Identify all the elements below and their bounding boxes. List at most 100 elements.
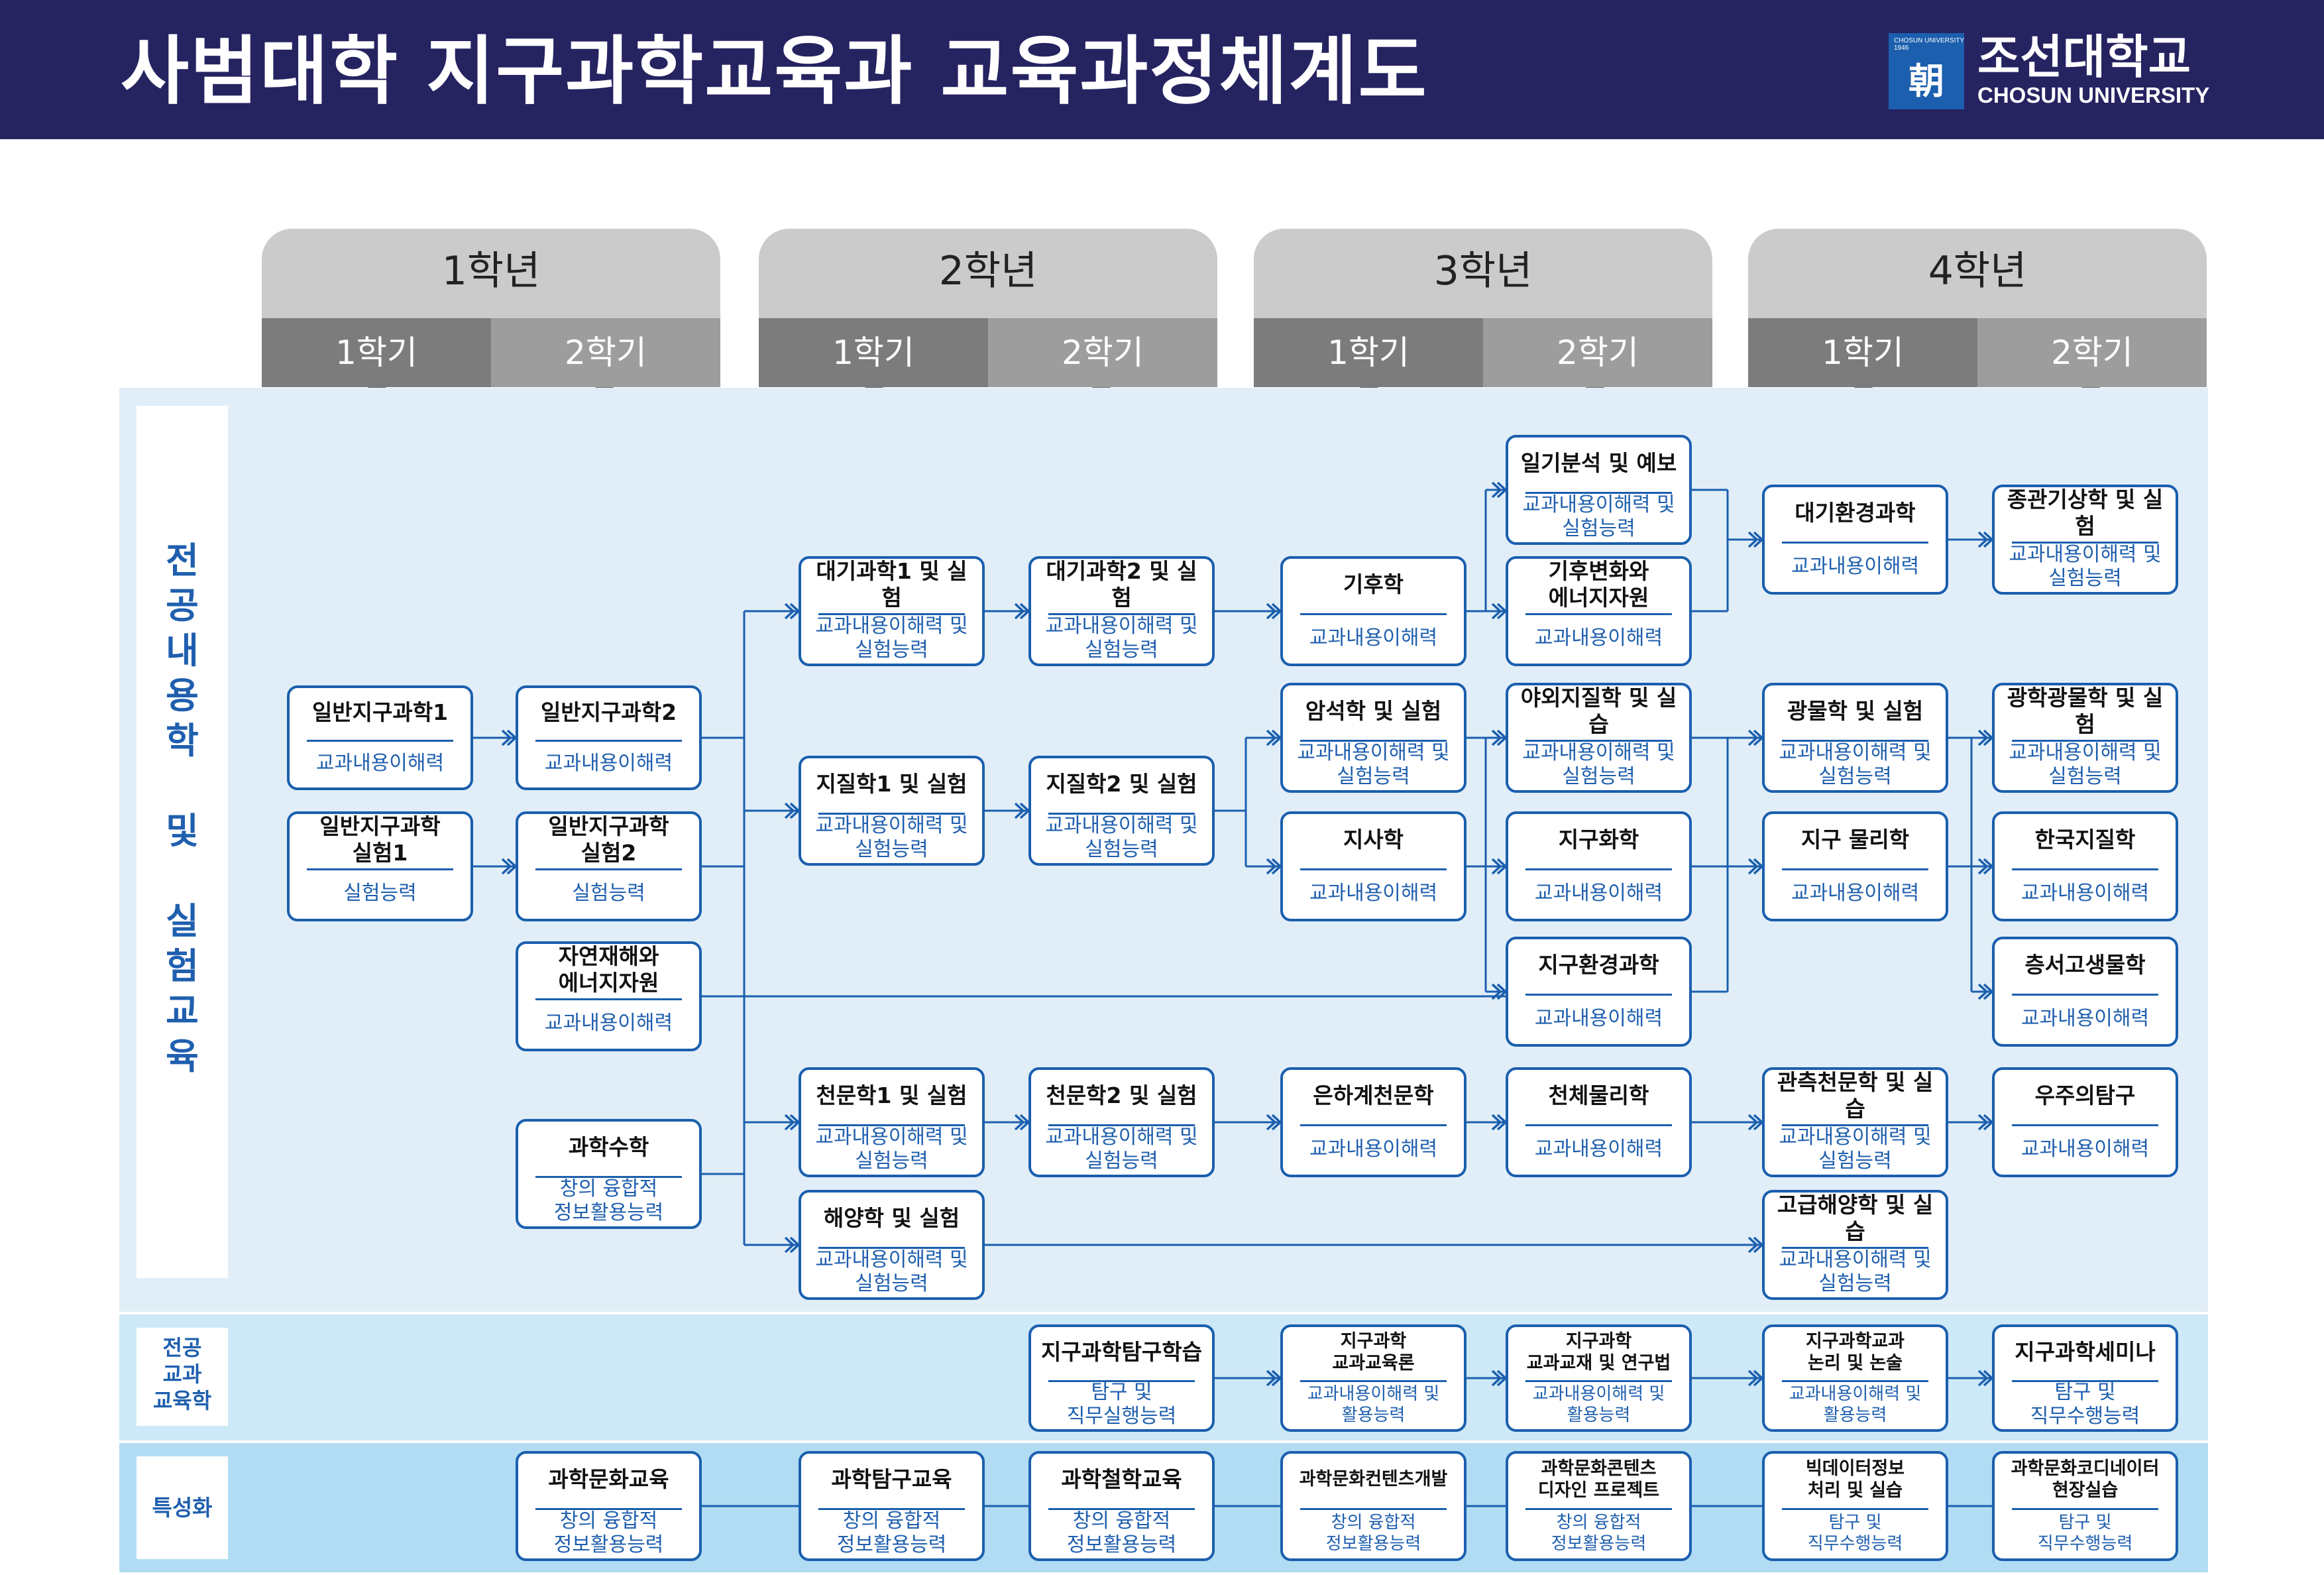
course-competency: 교과내용이해력 [2020,882,2150,905]
course-divider [1782,1247,1928,1250]
course-name: 지구과학탐구학습 [1041,1338,1202,1365]
course-divider [2012,542,2158,544]
course-competency: 교과내용이해력 [544,1012,673,1035]
course-divider [307,868,453,871]
course-competency: 교과내용이해력 [1791,555,1920,579]
semester-header: 1학기 [1748,318,1977,387]
course-competency: 교과내용이해력 [1534,882,1663,905]
course-divider [1300,868,1447,871]
course-divider [1300,1380,1447,1383]
course-divider [1300,613,1447,616]
university-emblem-icon: CHOSUN UNIVERSITY 1946 朝 [1889,33,1964,109]
course-divider [1525,492,1672,495]
course-competency: 교과내용이해력 [1309,1138,1438,1161]
course-divider [1525,994,1672,996]
course-name: 종관기상학 및 실험 [2007,486,2164,539]
course-name: 대기환경과학 [1795,499,1916,526]
year-header-4: 4학년 [1748,229,2207,318]
course-name: 기후학 [1343,571,1404,597]
course-name: 해양학 및 실험 [823,1204,960,1231]
course-divider [1048,613,1195,616]
course-divider [1525,1508,1672,1511]
course-divider [818,813,965,815]
course-name: 층서고생물학 [2024,951,2146,978]
course-divider [1782,1124,1928,1127]
course-competency: 교과내용이해력 [1309,882,1438,905]
course-divider [2012,1380,2158,1383]
course-divider [1525,740,1672,742]
special-row-label-box: 특성화 [137,1456,228,1559]
course-divider [535,1508,682,1511]
course-name: 과학수학 [568,1134,649,1160]
course-name: 천체물리학 [1548,1082,1649,1108]
course-divider [2012,740,2158,742]
course-competency: 교과내용이해력 [1534,626,1663,650]
semester-header: 2학기 [988,318,1217,387]
page-title: 사범대학 지구과학교육과 교육과정체계도 [121,29,1428,115]
title-bar: 사범대학 지구과학교육과 교육과정체계도 CHOSUN UNIVERSITY 1… [0,0,2324,139]
course-name: 은하계천문학 [1313,1082,1434,1108]
course-competency: 교과내용이해력 [1534,1138,1663,1161]
course-competency: 교과내용이해력 [2020,1007,2150,1031]
course-divider [1782,1380,1928,1383]
logo-small-text: CHOSUN UNIVERSITY 1946 [1894,37,1964,52]
course-divider [535,1176,682,1179]
course-divider [535,740,682,742]
course-name: 지구화학 [1558,826,1639,852]
course-name: 우주의탐구 [2034,1082,2136,1108]
course-name: 과학철학교육 [1061,1466,1182,1492]
semester-header: 2학기 [491,318,720,387]
course-name: 고급해양학 및 실습 [1777,1191,1934,1244]
course-divider [1525,1380,1672,1383]
course-competency: 교과내용이해력 [1791,882,1920,905]
semester-header: 2학기 [1977,318,2207,387]
course-divider [1048,1508,1195,1511]
course-name: 지구 물리학 [1800,826,1910,852]
